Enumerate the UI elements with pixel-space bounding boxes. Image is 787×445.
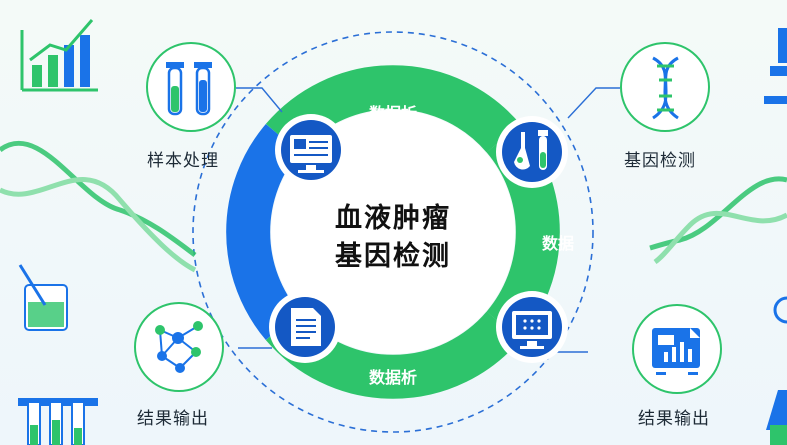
label-sample-processing: 样本处理 (147, 151, 219, 171)
report-chart-icon (652, 328, 700, 375)
bar-chart-growth-icon (20, 19, 98, 92)
ring-node-test-tubes (496, 116, 568, 188)
ring-label-right: 数据 (542, 234, 574, 253)
ring-label-top: 数据析 (369, 104, 417, 123)
ring-label-left: 数据 (274, 234, 306, 253)
center-title-line1: 血液肿瘤 (335, 203, 451, 234)
ring-node-computer (496, 291, 568, 363)
label-result-output-right: 结果输出 (638, 409, 710, 429)
node-result-output-left (134, 302, 224, 392)
ring-segment-left (226, 123, 300, 341)
flask-icon (766, 390, 787, 445)
ring-node-document (269, 291, 341, 363)
label-gene-detection: 基因检测 (624, 151, 696, 171)
dna-helix-left-decoration (0, 140, 197, 273)
microscope-icon (764, 28, 787, 104)
magnifier-icon (773, 296, 787, 324)
node-sample-processing (146, 42, 236, 132)
network-icon (155, 321, 203, 373)
label-result-output-left: 结果输出 (137, 409, 209, 429)
test-tube-rack-icon (18, 398, 98, 445)
dna-icon (652, 56, 679, 120)
node-gene-detection (620, 42, 710, 132)
outer-dashed-circle (192, 31, 594, 433)
test-tubes-icon (166, 62, 212, 116)
ring-node-monitor (275, 114, 347, 186)
center-title-line2: 基因检测 (335, 241, 451, 272)
node-result-output-right (632, 304, 722, 394)
center-title: 血液肿瘤 基因检测 (318, 200, 468, 276)
ring-label-bottom: 数据析 (369, 368, 417, 387)
beaker-icon (18, 264, 68, 331)
dna-helix-right-decoration (649, 176, 787, 265)
